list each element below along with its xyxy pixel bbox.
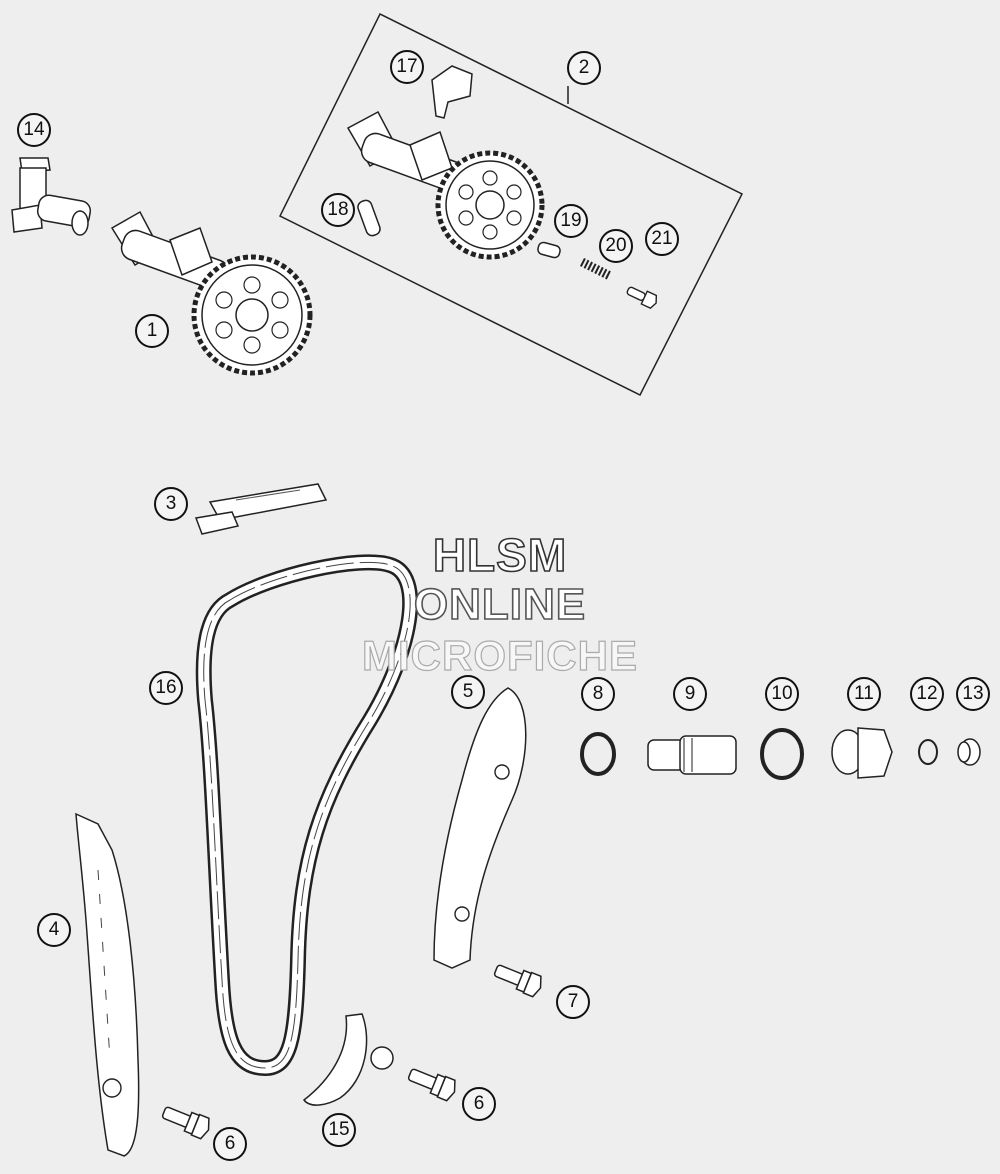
callout-17[interactable]: 17 — [390, 50, 424, 84]
callout-4[interactable]: 4 — [37, 913, 71, 947]
plug-part-13 — [957, 738, 981, 766]
bolt-part-6b — [405, 1063, 460, 1103]
watermark-line-2: ONLINE — [413, 579, 587, 630]
bolt-part-6a — [159, 1101, 214, 1141]
ring-part-12 — [918, 739, 938, 765]
plunger-part-9 — [647, 735, 737, 775]
spring-part-20 — [579, 257, 613, 281]
callout-21[interactable]: 21 — [645, 222, 679, 256]
sensor-part-14 — [11, 157, 92, 236]
callout-12[interactable]: 12 — [910, 677, 944, 711]
camshaft-part-1 — [110, 210, 313, 376]
bolt-part-7 — [491, 959, 546, 999]
callout-13[interactable]: 13 — [956, 677, 990, 711]
watermark-line-3: MICROFICHE — [361, 631, 638, 679]
callout-8[interactable]: 8 — [581, 677, 615, 711]
guide-rail-part-4 — [75, 812, 140, 1157]
callout-11[interactable]: 11 — [847, 677, 881, 711]
callout-1[interactable]: 1 — [135, 314, 169, 348]
callout-19[interactable]: 19 — [554, 204, 588, 238]
callout-3[interactable]: 3 — [154, 487, 188, 521]
callout-5[interactable]: 5 — [451, 675, 485, 709]
pin-part-19 — [537, 241, 561, 259]
pin-part-18 — [357, 199, 381, 237]
callout-7[interactable]: 7 — [556, 985, 590, 1019]
clip-part-3 — [194, 483, 328, 535]
guide-part-15 — [302, 1013, 394, 1106]
seal-ring-part-10 — [760, 728, 804, 780]
lever-part-17 — [431, 65, 473, 119]
kit-outline — [278, 12, 744, 397]
callout-14[interactable]: 14 — [17, 113, 51, 147]
callout-15[interactable]: 15 — [322, 1113, 356, 1147]
callout-20[interactable]: 20 — [599, 229, 633, 263]
camshaft-kit-part-2 — [346, 110, 545, 260]
callout-10[interactable]: 10 — [765, 677, 799, 711]
o-ring-part-8 — [580, 732, 616, 776]
callout-16[interactable]: 16 — [149, 671, 183, 705]
callout-18[interactable]: 18 — [321, 193, 355, 227]
screw-plug-part-11 — [831, 727, 893, 779]
tensioner-rail-part-5 — [433, 687, 527, 969]
callout-6-a[interactable]: 6 — [213, 1127, 247, 1161]
screw-part-21 — [626, 286, 658, 310]
callout-2[interactable]: 2 — [567, 51, 601, 85]
watermark-line-1: HLSM — [432, 528, 568, 582]
callout-6-b[interactable]: 6 — [462, 1087, 496, 1121]
callout-9[interactable]: 9 — [673, 677, 707, 711]
